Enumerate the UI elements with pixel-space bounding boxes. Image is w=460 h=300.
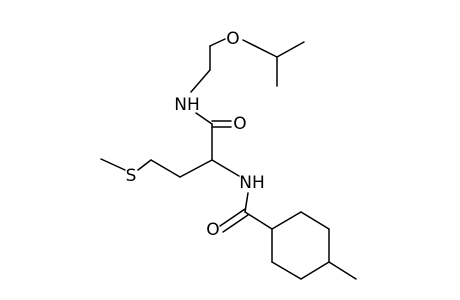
- bond-isopropyl-ch-to-ether-o: [242, 39, 278, 58]
- atom-label-amide-nh-middle: NH: [239, 173, 265, 193]
- ring-bond-1: [271, 211, 302, 230]
- bond-carbonyl-c-to-ring: [244, 211, 273, 230]
- bond-ring-to-methyl: [328, 261, 357, 280]
- bond-ch2-to-ch2-n: [190, 69, 211, 93]
- atom-label-ether-oxygen: O: [226, 29, 239, 49]
- bond-isopropyl-methyl-upper: [276, 41, 305, 58]
- ring-bond-5: [271, 261, 302, 280]
- bond-carbonyl-bottom-double-b: [222, 214, 249, 233]
- bond-s-to-methyl: [100, 158, 126, 171]
- atom-label-carbonyl-oxygen-bottom: O: [206, 220, 219, 240]
- ring-bond-4: [300, 261, 330, 280]
- ring-bond-2: [300, 211, 330, 230]
- bond-ch2-to-s: [137, 159, 152, 171]
- bond-ch2-to-ch2-s: [150, 159, 181, 178]
- atom-label-sulfur: S: [126, 166, 137, 186]
- atom-label-carbonyl-oxygen-top: O: [233, 114, 246, 134]
- atom-label-amide-nh-top: NH: [174, 95, 200, 115]
- bond-alpha-c-to-nh: [211, 159, 240, 177]
- bond-nh-to-carbonyl-c: [195, 112, 213, 125]
- bond-carbonyl-bottom-double-a: [219, 208, 246, 227]
- bond-alpha-c-to-ch2: [179, 159, 213, 178]
- bond-ether-o-to-ch2: [209, 38, 226, 47]
